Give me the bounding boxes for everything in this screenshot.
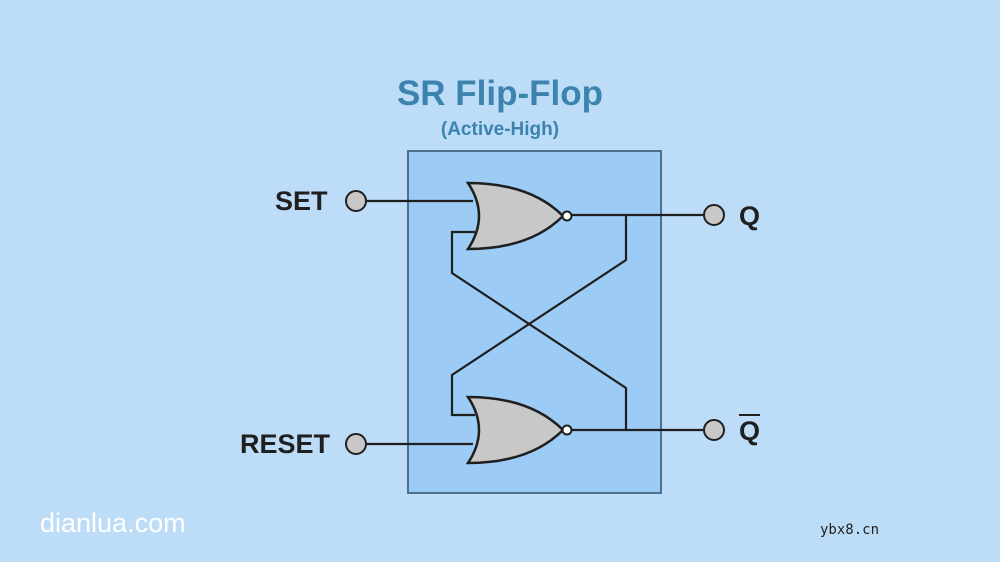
set-label: SET [275, 186, 328, 216]
wires [367, 199, 703, 446]
watermark-right: ybx8.cn [820, 522, 880, 538]
reset-terminal [345, 433, 367, 455]
inversion-bubble [561, 424, 573, 436]
diagram-subtitle: (Active-High) [440, 119, 560, 140]
q-feedback-wire [450, 215, 628, 417]
inversion-bubble [561, 210, 573, 222]
qbar-terminal [703, 419, 725, 441]
set-terminal [345, 190, 367, 212]
q-terminal [703, 204, 725, 226]
qbar-feedback-wire [450, 230, 628, 430]
q-label: Q [739, 201, 761, 231]
qbar-label: Q [739, 416, 761, 446]
nor-gate-bottom [465, 395, 573, 465]
watermark-left: dianlua.com [40, 508, 186, 538]
diagram-title: SR Flip-Flop [396, 74, 604, 113]
nor-gate-top [465, 181, 573, 251]
reset-label: RESET [240, 429, 331, 459]
